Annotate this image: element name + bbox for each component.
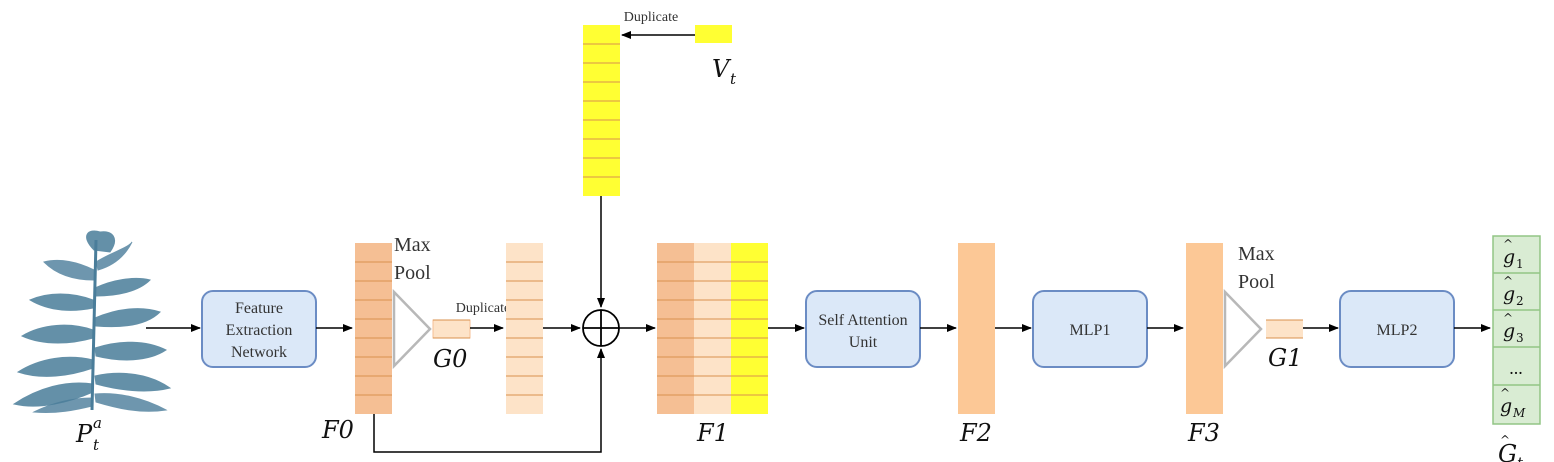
svg-text:t: t [1517, 454, 1524, 462]
f1-concatenated-tensor [657, 243, 768, 414]
g1-global-vector [1266, 320, 1303, 338]
g0-global-vector [432, 319, 471, 339]
svg-text:M: M [1512, 406, 1526, 420]
svg-text:^: ^ [1503, 311, 1513, 325]
svg-text:...: ... [1509, 358, 1523, 378]
duplicate-mid-label: Duplicate [456, 301, 510, 316]
svg-text:^: ^ [1503, 237, 1513, 251]
svg-text:t: t [93, 436, 100, 454]
svg-text:Unit: Unit [849, 334, 878, 351]
plant-point-cloud-image [12, 230, 172, 413]
g0-label: G0 [433, 345, 467, 373]
svg-text:g: g [1500, 395, 1512, 417]
f2-feature-tensor [958, 243, 995, 414]
output-cell-ellipsis: ... [1509, 358, 1523, 378]
input-point-cloud-label: P t a [75, 414, 102, 454]
svg-text:P: P [75, 420, 93, 448]
svg-text:g: g [1503, 246, 1515, 268]
f2-label: F2 [959, 419, 992, 447]
output-predictions-column [1492, 235, 1541, 425]
max-pool-1-label-line2: Pool [394, 262, 431, 284]
max-pool-1-triangle [392, 288, 432, 370]
output-cell-m: g ^ M [1500, 386, 1526, 420]
output-cell-2: g ^ 2 [1503, 274, 1524, 308]
f1-label: F1 [696, 419, 729, 447]
svg-text:^: ^ [1503, 274, 1513, 288]
max-pool-2-triangle [1223, 288, 1263, 370]
feature-extraction-network-box: Feature Extraction Network [201, 290, 317, 368]
vt-label: V t [712, 55, 737, 88]
max-pool-2-label-line1: Max [1238, 243, 1275, 265]
max-pool-1-label-line1: Max [394, 234, 431, 256]
f0-feature-tensor [355, 243, 392, 414]
svg-text:Network: Network [231, 344, 287, 361]
mlp1-box: MLP1 [1032, 290, 1148, 368]
f3-feature-tensor [1186, 243, 1223, 414]
svg-text:3: 3 [1516, 331, 1524, 345]
vt-vector [695, 25, 732, 43]
svg-text:2: 2 [1516, 294, 1524, 308]
svg-text:t: t [730, 70, 737, 88]
mlp2-box: MLP2 [1339, 290, 1455, 368]
svg-text:MLP2: MLP2 [1377, 322, 1418, 339]
output-label: ^ G t [1498, 433, 1524, 462]
svg-text:g: g [1503, 283, 1515, 305]
svg-text:^: ^ [1500, 433, 1510, 447]
vt-duplicated-tensor [583, 25, 620, 196]
self-attention-unit-box: Self Attention Unit [805, 290, 921, 368]
svg-text:MLP1: MLP1 [1070, 322, 1111, 339]
svg-text:Feature: Feature [235, 300, 283, 317]
svg-text:G: G [1498, 440, 1517, 462]
concat-operator [582, 309, 620, 347]
svg-text:1: 1 [1516, 257, 1524, 271]
output-cell-1: g ^ 1 [1503, 237, 1524, 271]
svg-text:Extraction: Extraction [226, 322, 293, 339]
output-cell-3: g ^ 3 [1503, 311, 1524, 345]
skip-connection-f0 [373, 348, 605, 453]
svg-text:Self Attention: Self Attention [818, 312, 907, 329]
svg-text:^: ^ [1500, 386, 1510, 400]
svg-text:g: g [1503, 320, 1515, 342]
g1-label: G1 [1268, 344, 1302, 372]
svg-text:V: V [712, 55, 732, 83]
f3-label: F3 [1187, 419, 1220, 447]
svg-text:a: a [93, 414, 102, 432]
duplicate-top-label: Duplicate [624, 10, 678, 25]
g0-duplicated-tensor [506, 243, 543, 414]
f0-label: F0 [321, 416, 354, 444]
max-pool-2-label-line2: Pool [1238, 271, 1275, 293]
